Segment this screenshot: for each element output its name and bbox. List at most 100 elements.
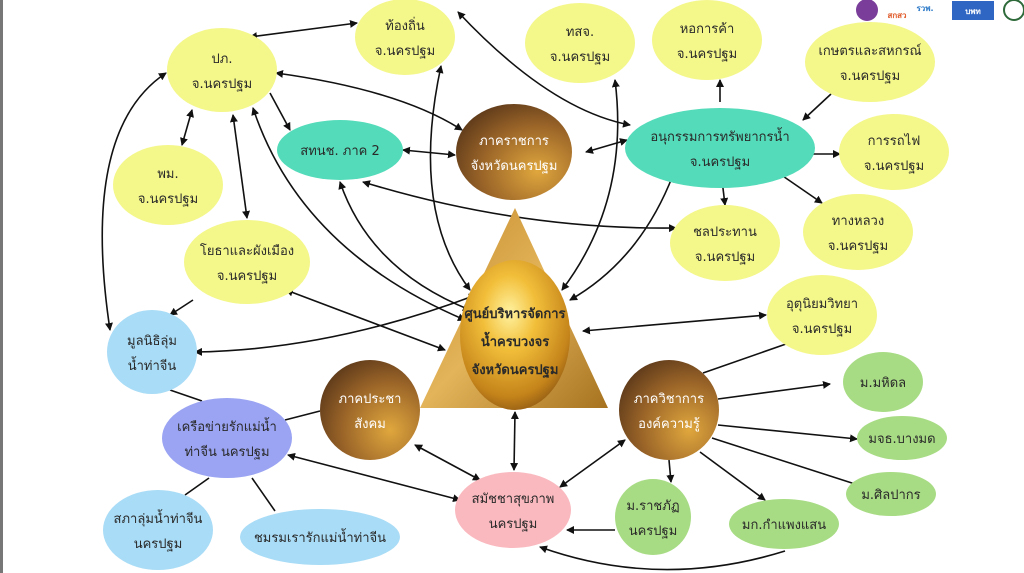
node-found-shape (107, 310, 197, 394)
node-irrig-label-1: ชลประทาน (693, 225, 757, 240)
node-kmutt: มจธ.บางมด (857, 416, 947, 460)
node-network-shape (162, 398, 292, 478)
logo-seal-purple (856, 0, 878, 21)
node-meteo-label-2: จ.นครปฐม (792, 322, 852, 337)
node-club-label-1: ชมรมเรารักแม่น้ำท่าจีน (254, 528, 386, 546)
node-rail-label-1: การรถไฟ (868, 133, 921, 149)
node-civil-label-1: ภาคประชา (339, 392, 402, 407)
logo-pmua-box (952, 1, 994, 20)
logo-pmua: บพท (965, 7, 981, 16)
node-council-label-2: นครปฐม (134, 537, 183, 552)
node-pm-shape (113, 145, 223, 225)
node-civil-label-2: สังคม (354, 417, 386, 432)
node-highway-shape (803, 194, 913, 270)
node-meteo-shape (767, 275, 877, 355)
node-onwr: สทนช. ภาค 2 (277, 120, 403, 180)
node-mahidol-label-1: ม.มหิดล (860, 376, 906, 391)
center-title-line1: ศูนย์บริหารจัดการ (464, 306, 565, 322)
node-gov-shape (456, 104, 572, 200)
golden-egg (460, 260, 570, 410)
node-silpakorn-shape (846, 472, 936, 516)
node-subcom: อนุกรรมการทรัพยากรน้ำจ.นครปฐม (625, 108, 815, 188)
node-pm-label-1: พม. (157, 167, 178, 182)
node-kmutt-shape (857, 416, 947, 460)
node-irrig-label-2: จ.นครปฐม (695, 250, 755, 265)
node-chamber-shape (652, 0, 762, 80)
center-hub: ศูนย์บริหารจัดการ น้ำครบวงจร จังหวัดนครป… (420, 208, 608, 410)
node-found: มูลนิธิลุ่มน้ำท่าจีน (107, 310, 197, 394)
node-rail-label-2: จ.นครปฐม (864, 159, 924, 174)
node-pp-shape (167, 28, 277, 112)
node-pp-label-2: จ.นครปฐม (192, 77, 252, 92)
node-pp: ปภ. จ.นครปฐม (167, 28, 277, 112)
node-network-label-1: เครือข่ายรักแม่น้ำ (177, 417, 277, 435)
node-silpakorn: ม.ศิลปากร (846, 472, 936, 516)
node-gov-label-1: ภาคราชการ (479, 134, 549, 149)
node-pm-label-2: จ.นครปฐม (138, 192, 198, 207)
node-council-shape (103, 490, 213, 570)
node-yotha-shape (184, 220, 310, 304)
node-agri: เกษตรและสหกรณ์จ.นครปฐม (805, 22, 935, 102)
node-agri-label-2: จ.นครปฐม (840, 69, 900, 84)
node-club: ชมรมเรารักแม่น้ำท่าจีน (240, 509, 400, 565)
node-rajabhat-label-2: นครปฐม (629, 524, 678, 539)
window-left-border (0, 0, 3, 573)
node-tsj: ทสจ.จ.นครปฐม (525, 3, 635, 83)
node-chamber-label-2: จ.นครปฐม (677, 47, 737, 62)
node-mahidol-shape (843, 352, 923, 412)
node-pm: พม. จ.นครปฐม (113, 145, 223, 225)
node-onwr-shape (277, 120, 403, 180)
connection-arrows (101, 11, 858, 571)
node-agri-label-1: เกษตรและสหกรณ์ (818, 43, 921, 59)
node-academic-label-2: องค์ความรู้ (638, 416, 700, 432)
node-assembly-shape (455, 472, 571, 548)
node-subcom-label-1: อนุกรรมการทรัพยากรน้ำ (650, 127, 789, 145)
node-found-label-2: น้ำท่าจีน (128, 356, 177, 374)
node-mahidol: ม.มหิดล (843, 352, 923, 412)
node-assembly-label-2: นครปฐม (489, 517, 538, 532)
node-tsj-label-1: ทสจ. (566, 25, 594, 40)
node-tsj-shape (525, 3, 635, 83)
node-subcom-label-2: จ.นครปฐม (690, 155, 750, 170)
node-council-label-1: สภาลุ่มน้ำท่าจีน (114, 509, 203, 527)
node-pp-label-1: ปภ. (212, 52, 233, 67)
logo-tsri: สกสว (887, 11, 907, 20)
node-ku-label-1: มก.กำแพงแสน (742, 518, 826, 533)
node-gov-label-2: จังหวัดนครปฐม (471, 159, 558, 174)
node-academic-shape (619, 360, 719, 460)
center-title-line3: จังหวัดนครปฐม (472, 363, 559, 379)
node-chamber: หอการค้าจ.นครปฐม (652, 0, 762, 80)
node-rajabhat-label-1: ม.ราชภัฏ (626, 499, 679, 514)
node-rail-shape (839, 114, 949, 190)
center-title-line2: น้ำครบวงจร (481, 331, 549, 350)
logo-rdw: รวพ. (916, 4, 933, 13)
node-kmutt-label-1: มจธ.บางมด (868, 432, 935, 447)
node-academic-label-1: ภาควิชาการ (634, 392, 704, 407)
node-yotha: โยธาและผังเมืองจ.นครปฐม (184, 220, 310, 304)
node-civil-shape (320, 360, 420, 460)
node-network-label-2: ท่าจีน นครปฐม (184, 444, 269, 460)
partner-logos: สกสว รวพ. บพท (856, 0, 1024, 21)
node-chamber-label-1: หอการค้า (680, 22, 735, 37)
node-highway-label-1: ทางหลวง (832, 214, 884, 229)
node-subcom-shape (625, 108, 815, 188)
node-found-label-1: มูลนิธิลุ่ม (127, 334, 177, 349)
node-assembly-label-1: สมัชชาสุขภาพ (472, 492, 555, 507)
logo-seal-green (1003, 0, 1024, 21)
node-ku: มก.กำแพงแสน (729, 499, 839, 549)
node-local-label-2: จ.นครปฐม (375, 44, 435, 59)
node-yotha-label-2: จ.นครปฐม (217, 269, 277, 284)
node-agri-shape (805, 22, 935, 102)
node-club-shape (240, 509, 400, 565)
